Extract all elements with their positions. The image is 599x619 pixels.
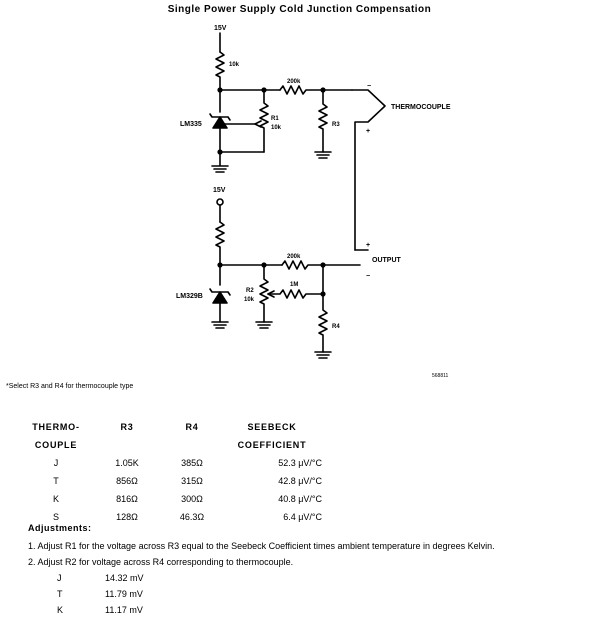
- top-circuit: 15V 10k 200k LM335 R1 10k R3 THERMOCOUPL…: [180, 25, 451, 251]
- mv-value: 11.17 mV: [105, 605, 143, 615]
- cell-coef: 42.8 μV/°C: [278, 476, 322, 486]
- cell-r4: 300Ω: [181, 494, 203, 504]
- cell-coef: 40.8 μV/°C: [278, 494, 322, 504]
- adjustment-step-2: 2. Adjust R2 for voltage across R4 corre…: [28, 557, 294, 567]
- supply-top-label: 15V: [214, 25, 227, 32]
- mv-type: J: [57, 573, 62, 583]
- bottom-circuit: 15V 200k + OUTPUT − LM329B R2 10k 1M: [176, 187, 402, 359]
- r2-value: 10k: [244, 297, 255, 303]
- r4-label: R4: [332, 324, 340, 330]
- r1-potentiometer: [259, 89, 269, 153]
- output-label: OUTPUT: [372, 257, 402, 264]
- resistor-r4: [318, 264, 328, 353]
- r1-wiper-arrow: [254, 120, 262, 128]
- output-minus: −: [366, 273, 370, 280]
- r200k-bottom-value: 200k: [287, 254, 301, 260]
- ground-icon: [314, 351, 332, 359]
- cell-coef: 6.4 μV/°C: [283, 512, 322, 522]
- mv-type: K: [57, 605, 64, 615]
- cell-r3: 128Ω: [116, 512, 138, 522]
- cell-type: S: [52, 512, 59, 522]
- cell-r4: 385Ω: [181, 458, 203, 468]
- ground-icon: [211, 151, 229, 173]
- table-row: S 128Ω 46.3Ω 6.4 μV/°C: [20, 508, 328, 526]
- lm329b-cathode: [209, 288, 231, 296]
- ground-icon: [255, 321, 273, 329]
- mv-value: 11.79 mV: [105, 589, 143, 599]
- resistor-r3: [318, 89, 328, 153]
- cell-r4: 46.3Ω: [179, 512, 205, 522]
- ground-icon: [314, 151, 332, 159]
- thermocouple-label: THERMOCOUPLE: [391, 104, 451, 111]
- r2-name: R2: [246, 288, 254, 294]
- resistor-200k-bottom: [281, 260, 361, 270]
- resistor-bottom: [215, 221, 225, 266]
- header-couple: COUPLE: [34, 440, 78, 450]
- selection-note: *Select R3 and R4 for thermocouple type: [6, 383, 134, 390]
- circuit-schematic: 15V 10k 200k LM335 R1 10k R3 THERMOCOUPL…: [176, 25, 451, 359]
- r2-potentiometer: [259, 264, 269, 323]
- cell-r3: 816Ω: [116, 494, 138, 504]
- cell-r3: 856Ω: [116, 476, 138, 486]
- resistor-10k-top: [215, 51, 225, 91]
- figure-title: Single Power Supply Cold Junction Compen…: [167, 4, 432, 15]
- supply-bottom-label: 15V: [213, 187, 226, 194]
- tc-plus: +: [366, 128, 370, 135]
- header-r4: R4: [185, 422, 199, 432]
- table-header-row-1: THERMO- R3 R4 SEEBECK: [20, 418, 328, 436]
- cell-r4: 315Ω: [181, 476, 203, 486]
- table-row: J 1.05K 385Ω 52.3 μV/°C: [20, 454, 328, 472]
- header-seebeck: SEEBECK: [247, 422, 297, 432]
- lm329b-label: LM329B: [176, 293, 203, 300]
- r1-name: R1: [271, 116, 279, 122]
- r3-label: R3: [332, 122, 340, 128]
- supply-terminal-icon: [216, 198, 224, 206]
- header-r3: R3: [120, 422, 134, 432]
- lm335-label: LM335: [180, 121, 202, 128]
- cell-coef: 52.3 μV/°C: [278, 458, 322, 468]
- mv-value: 14.32 mV: [105, 573, 144, 583]
- mv-type: T: [57, 589, 63, 599]
- thermocouple-table: THERMO- R3 R4 SEEBECK COUPLE COEFFICIENT…: [20, 418, 328, 526]
- table-row: T 856Ω 315Ω 42.8 μV/°C: [20, 472, 328, 490]
- lm335-cathode: [209, 113, 231, 121]
- adjustments-heading: Adjustments:: [28, 523, 92, 533]
- cell-type: K: [52, 494, 59, 504]
- resistor-1m: [267, 289, 324, 299]
- ground-icon: [211, 321, 229, 329]
- cell-type: T: [53, 476, 59, 486]
- resistor-200k-top: [279, 85, 353, 95]
- thermocouple-icon: [351, 89, 386, 251]
- figure-id: 568811: [432, 373, 449, 379]
- r1-value: 10k: [271, 125, 282, 131]
- table-header-row-2: COUPLE COEFFICIENT: [20, 436, 328, 454]
- r200k-top-value: 200k: [287, 79, 301, 85]
- r1m-value: 1M: [290, 282, 298, 288]
- lm329b-diode-icon: [212, 291, 228, 304]
- tc-minus: −: [367, 83, 371, 90]
- lm335-diode-icon: [212, 116, 228, 129]
- cell-r3: 1.05K: [115, 458, 139, 468]
- r-top-value: 10k: [229, 62, 240, 68]
- cell-type: J: [53, 458, 59, 468]
- header-coefficient: COEFFICIENT: [237, 440, 307, 450]
- header-thermo: THERMO-: [32, 422, 80, 432]
- table-row: K 816Ω 300Ω 40.8 μV/°C: [20, 490, 328, 508]
- adjustment-step-1: 1. Adjust R1 for the voltage across R3 e…: [28, 541, 495, 551]
- output-plus: +: [366, 242, 370, 249]
